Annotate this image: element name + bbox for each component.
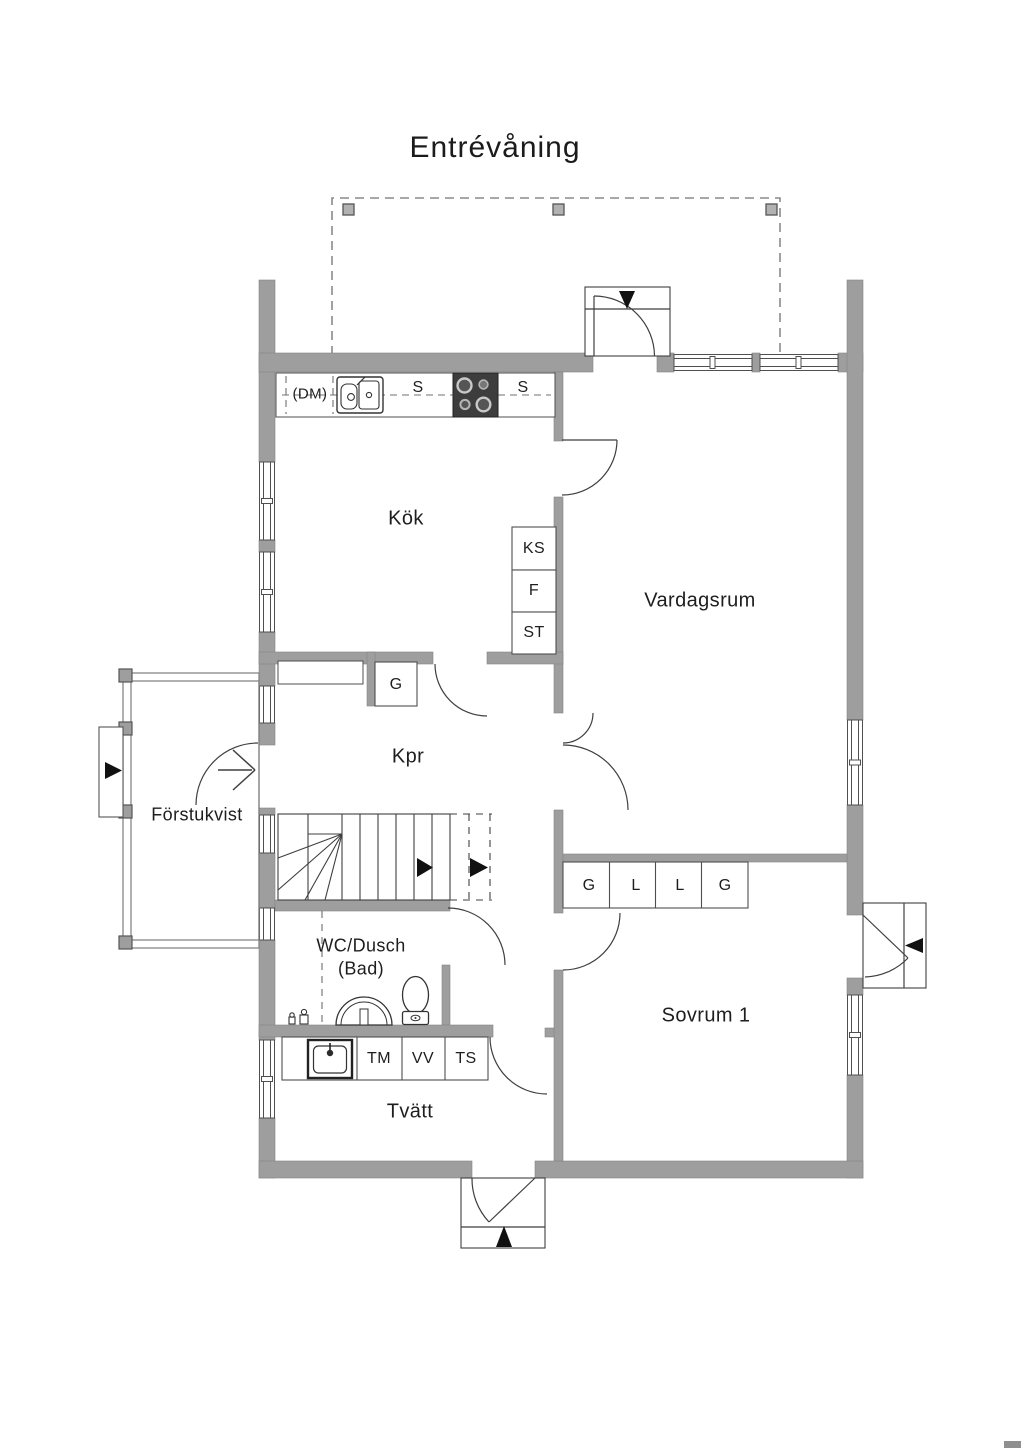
post-icon xyxy=(118,668,133,683)
windows xyxy=(259,354,863,1119)
bathroom-fixtures xyxy=(288,911,430,1026)
roof-overhang-dashed-outline xyxy=(331,197,781,355)
kitchen-sink-icon xyxy=(336,376,384,414)
label-closet-ks: KS xyxy=(522,540,546,557)
window-icon xyxy=(847,719,863,806)
doors xyxy=(195,286,927,1249)
closet-ks-f-st xyxy=(511,526,557,655)
label-washing-machine: TM xyxy=(367,1050,391,1067)
entry-arrow-icon xyxy=(619,291,635,309)
stair-direction-arrow-icon xyxy=(417,858,433,877)
bedroom-door xyxy=(562,912,621,971)
window-icon xyxy=(259,685,275,724)
entry-arrow-icon xyxy=(496,1226,512,1247)
window-icon xyxy=(259,551,275,633)
label-closet-f: F xyxy=(528,582,540,599)
label-counter-s-left: S xyxy=(412,379,424,396)
kitchen-living-door xyxy=(561,439,618,496)
room-label-corridor: Kpr xyxy=(391,745,425,768)
porch-entrance-door xyxy=(195,742,259,806)
page-title: Entrévåning xyxy=(409,131,581,164)
window-icon xyxy=(759,354,839,371)
washbasin-icon xyxy=(335,996,393,1026)
room-label-porch: Förstukvist xyxy=(151,804,243,825)
stove-icon xyxy=(452,372,499,418)
double-door-living xyxy=(562,712,629,811)
label-dryer: TS xyxy=(455,1050,477,1067)
post-icon xyxy=(118,935,133,950)
porch-posts-top xyxy=(342,203,778,216)
window-icon xyxy=(259,461,275,541)
room-label-living: Vardagsrum xyxy=(644,589,756,612)
label-closet-st: ST xyxy=(523,624,545,641)
stair-direction-arrow-icon xyxy=(470,858,488,877)
label-counter-s-right: S xyxy=(517,379,529,396)
label-closet-row-l2: L xyxy=(675,877,685,894)
label-dishwasher: (DM) xyxy=(292,385,328,403)
post-icon xyxy=(552,203,565,216)
room-label-kitchen: Kök xyxy=(388,507,424,530)
porch-structure xyxy=(98,668,260,950)
room-label-wc: WC/Dusch xyxy=(316,935,406,956)
entry-arrow-icon xyxy=(905,938,923,953)
window-icon xyxy=(259,907,275,941)
window-icon xyxy=(259,1039,275,1119)
label-closet-g-hall: G xyxy=(389,676,403,693)
hall-door xyxy=(434,663,488,717)
toilet-icon xyxy=(401,975,430,1026)
label-water-heater: VV xyxy=(411,1050,435,1067)
laundry-door xyxy=(489,1036,548,1095)
closet-row-gllg xyxy=(562,861,749,909)
wc-door xyxy=(447,907,506,966)
entrance-door-top xyxy=(584,286,671,357)
post-icon xyxy=(765,203,778,216)
post-icon xyxy=(342,203,355,216)
laundry-sink-icon xyxy=(306,1038,354,1080)
label-closet-row-g2: G xyxy=(718,877,732,894)
room-label-bedroom: Sovrum 1 xyxy=(661,1004,751,1027)
room-label-wc-sub: (Bad) xyxy=(337,958,385,979)
walls xyxy=(258,279,864,1179)
entry-direction-arrow-icon xyxy=(218,749,256,791)
hall-closet-g xyxy=(277,660,418,707)
laundry-counter xyxy=(281,1036,489,1081)
porch-steps xyxy=(98,726,124,818)
label-closet-row-g1: G xyxy=(582,877,596,894)
kitchen-counter xyxy=(275,372,556,418)
corner-mark xyxy=(1004,1441,1021,1448)
entry-arrow-icon xyxy=(105,762,122,779)
label-closet-row-l1: L xyxy=(631,877,641,894)
window-icon xyxy=(259,814,275,854)
valves-icon xyxy=(288,1008,309,1025)
bedroom-exterior-door xyxy=(862,902,927,989)
staircase xyxy=(277,813,492,901)
window-icon xyxy=(673,354,753,371)
entrance-door-bottom xyxy=(460,1177,546,1249)
window-icon xyxy=(847,994,863,1076)
room-label-laundry: Tvätt xyxy=(386,1100,434,1123)
